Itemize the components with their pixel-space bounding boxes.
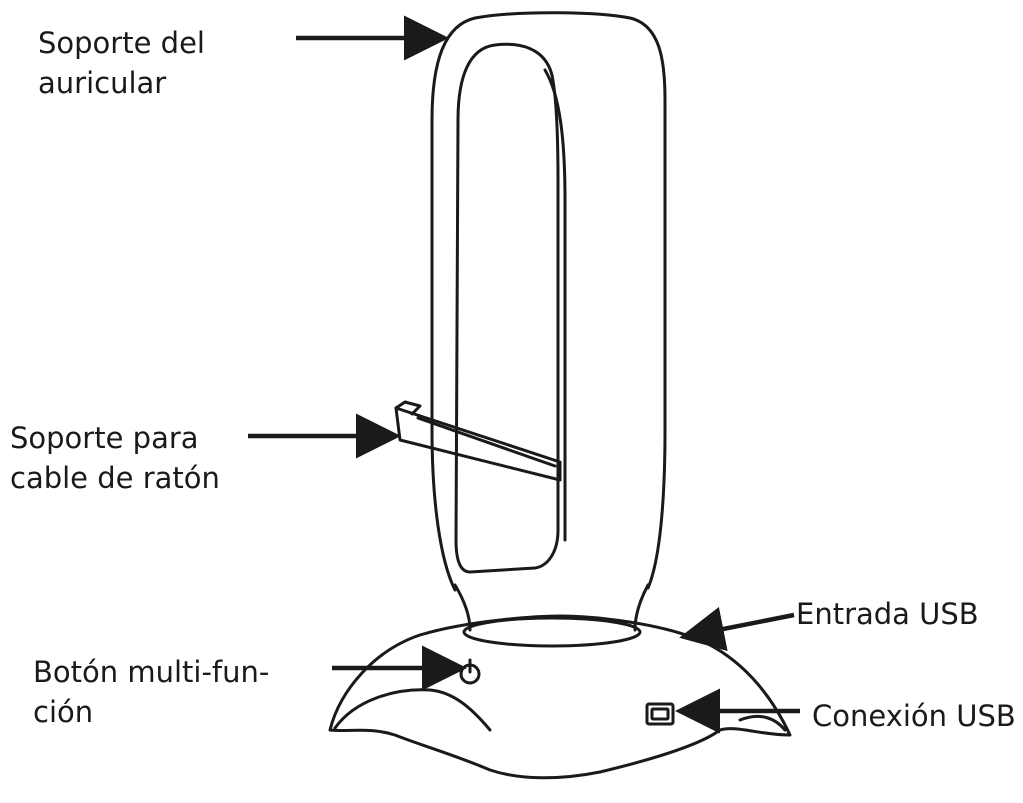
label-line: auricular (38, 66, 167, 100)
label-multi-function-button: Botón multi-fun- ción (33, 652, 269, 732)
label-line: cable de ratón (10, 461, 220, 495)
label-usb-connection: Conexión USB (812, 696, 1016, 736)
label-mouse-cable-holder: Soporte para cable de ratón (10, 418, 220, 498)
label-line: Botón multi-fun- (33, 655, 270, 689)
neck-ring (462, 616, 642, 648)
stand-base (328, 614, 792, 780)
stand-neck (453, 583, 650, 632)
base-right-foot (738, 714, 787, 732)
label-line: ción (33, 695, 94, 729)
cable-holder-tip (394, 400, 422, 416)
holder-frame-outer (430, 11, 667, 592)
label-line: Conexión USB (812, 699, 1016, 733)
label-line: Soporte para (10, 421, 199, 455)
cable-holder-groove (416, 416, 557, 468)
usb-port-icon (645, 702, 675, 726)
label-headset-holder: Soporte del auricular (38, 23, 205, 103)
label-line: Soporte del (38, 26, 205, 60)
base-left-foot (333, 688, 492, 732)
holder-inner-edge (543, 68, 567, 542)
label-line: Entrada USB (796, 597, 979, 631)
arrow-usb-input (679, 606, 795, 652)
power-icon[interactable] (459, 658, 481, 685)
usb-port-slot (650, 707, 670, 721)
holder-frame-inner (454, 42, 560, 574)
label-usb-input: Entrada USB (796, 594, 979, 634)
